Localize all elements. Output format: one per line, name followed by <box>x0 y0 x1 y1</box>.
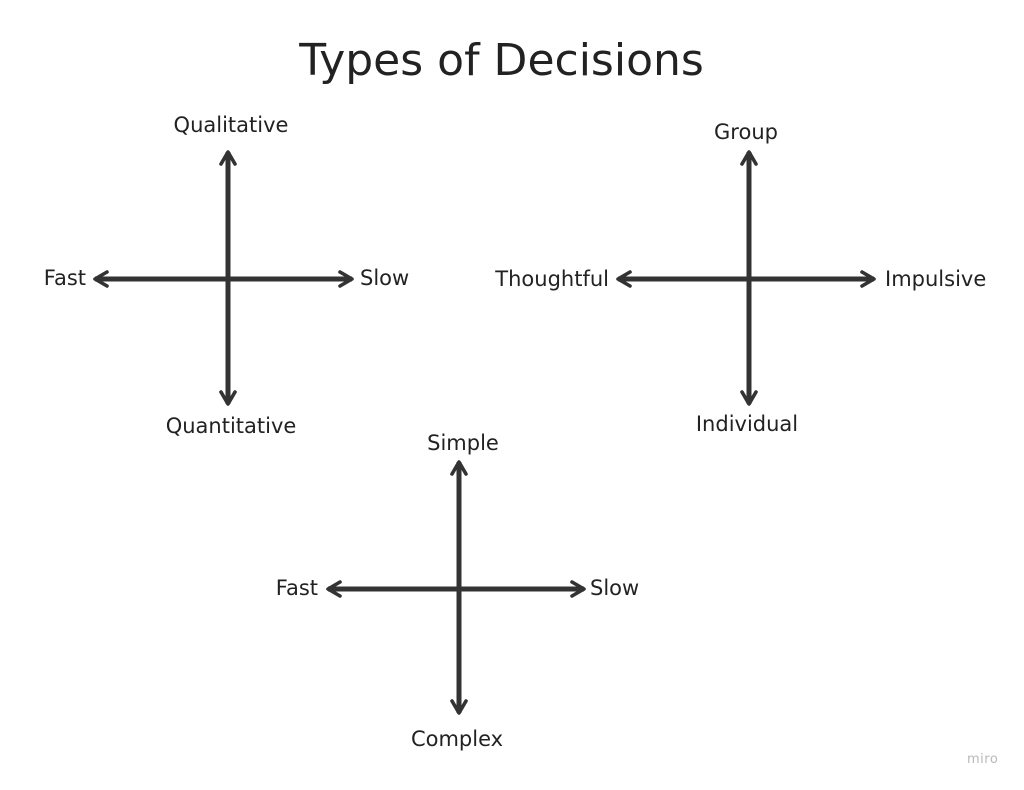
quadrant-2-bottom-label: Individual <box>695 412 799 436</box>
quadrant-3-right-label: Slow <box>590 576 640 600</box>
quadrant-2-left-label: Thoughtful <box>495 267 609 291</box>
quadrant-1-right-label: Slow <box>360 266 410 290</box>
quadrant-3-bottom-label: Complex <box>410 727 504 751</box>
quadrant-2-top-label: Group <box>714 120 778 144</box>
miro-watermark: miro <box>967 752 999 767</box>
quadrant-2-right-label: Impulsive <box>885 267 987 291</box>
quadrant-3-top-label: Simple <box>427 431 499 455</box>
quadrant-1-left-label: Fast <box>43 266 86 290</box>
page-title: Types of Decisions <box>299 35 704 86</box>
quadrant-1-bottom-label: Quantitative <box>165 414 297 438</box>
quadrant-1-top-label: Qualitative <box>173 113 289 137</box>
quadrant-3-left-label: Fast <box>275 576 318 600</box>
